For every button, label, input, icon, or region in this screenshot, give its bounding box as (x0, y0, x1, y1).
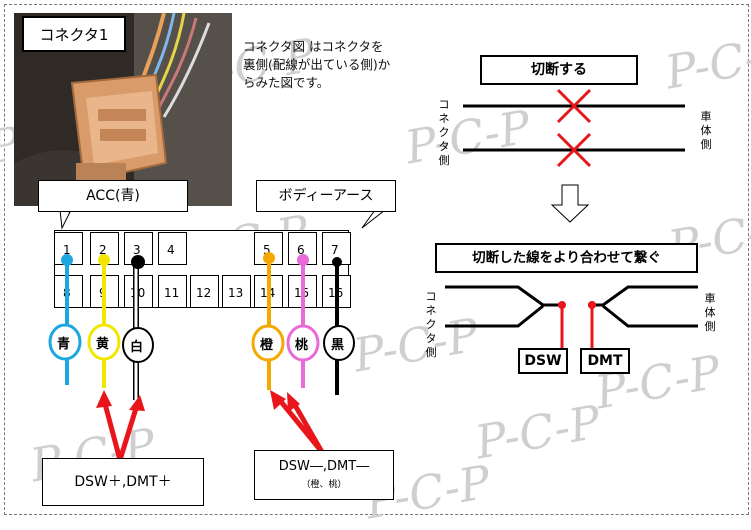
dsw-tag: DSW (518, 348, 568, 374)
body-side-label-2: 車体側 (704, 292, 716, 333)
wire-label-blue: 青 (57, 337, 71, 352)
page-frame (4, 4, 749, 515)
dmt-tag: DMT (580, 348, 630, 374)
connector-side-label-2: コネクタ側 (425, 290, 437, 359)
connector-side-label-1: コネクタ側 (438, 98, 450, 167)
pin-12: 12 (190, 275, 219, 308)
dsw-dmt-minus-sub: （橙、桃） (301, 480, 347, 490)
wire-bubbles (48, 323, 355, 363)
cut-diagram (463, 88, 685, 223)
dsw-dmt-minus-label: DSW―,DMT― (278, 459, 370, 474)
pin-4: 4 (158, 232, 187, 265)
dsw-dmt-plus-box: DSW＋,DMT＋ (42, 458, 204, 506)
wire-label-yellow: 黄 (96, 337, 110, 352)
wire-label-white: 白 (130, 340, 144, 355)
wire-label-orange: 橙 (260, 338, 274, 353)
pin-13: 13 (222, 275, 251, 308)
wire-label-black: 黒 (331, 338, 345, 353)
splice-diagram (445, 285, 698, 350)
photo-label: コネクタ1 (22, 16, 126, 52)
dsw-dmt-minus-box: DSW―,DMT― （橙、桃） (254, 450, 394, 500)
body-earth-callout: ボディーアース (256, 180, 396, 212)
cut-title: 切断する (480, 55, 638, 85)
pin-11: 11 (158, 275, 187, 308)
splice-title: 切断した線をより合わせて繋ぐ (435, 243, 698, 273)
wire-label-pink: 桃 (295, 338, 309, 353)
body-side-label-1: 車体側 (700, 110, 712, 151)
dsw-dmt-plus-label: DSW＋,DMT＋ (74, 474, 172, 490)
connector-note: コネクタ図 はコネクタを裏側(配線が出ている側)からみた図です。 (243, 39, 391, 90)
acc-callout: ACC(青) (38, 180, 188, 212)
